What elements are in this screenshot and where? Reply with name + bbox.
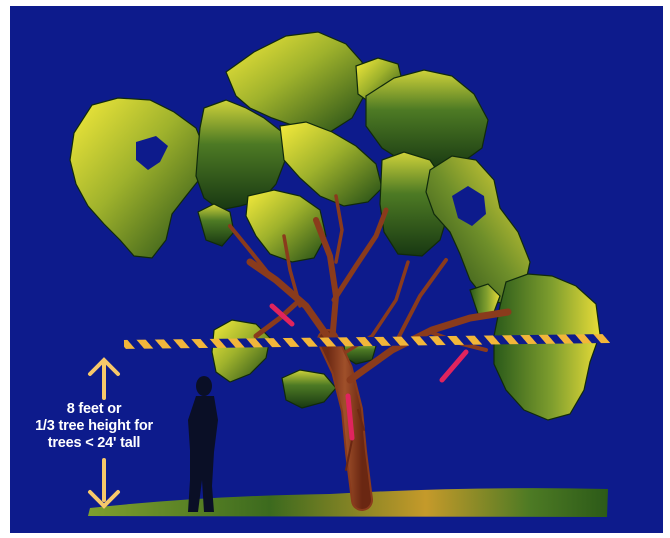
annotation-line-2: 1/3 tree height for [18, 418, 170, 435]
clearance-annotation: 8 feet or 1/3 tree height for trees < 24… [18, 401, 170, 452]
annotation-line-1: 8 feet or [18, 401, 170, 418]
annotation-line-3: trees < 24' tall [18, 435, 170, 452]
